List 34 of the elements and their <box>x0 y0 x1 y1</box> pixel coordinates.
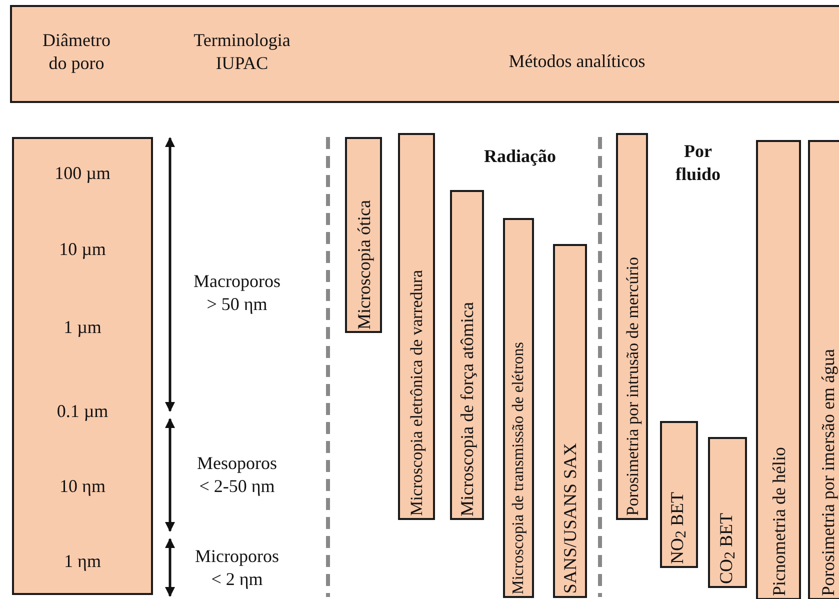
method-bar <box>660 421 698 568</box>
column-heading: Diâmetro do poro <box>42 29 112 76</box>
method-label: Porosimetria por intrusão de mercúrio <box>624 257 640 516</box>
group-heading: Por fluido <box>674 140 722 185</box>
method-label: Microscopia ótica <box>354 200 372 329</box>
header-band <box>10 5 839 103</box>
method-label: Porosimetria por imersão em água <box>819 349 837 596</box>
method-bar <box>553 244 587 598</box>
method-label: Microscopia de força atômica <box>458 302 476 516</box>
scale-value: 100 µm <box>54 162 112 185</box>
scale-value: 0.1 µm <box>56 400 110 423</box>
column-heading: Terminologia IUPAC <box>192 29 292 76</box>
scale-value: 10 ηm <box>58 475 106 498</box>
method-label: Microscopia eletrônica de varredura <box>408 270 425 516</box>
column-heading: Métodos analíticos <box>508 50 646 73</box>
method-bar <box>756 140 801 599</box>
method-bar <box>450 190 484 520</box>
method-label: Microscopia de transmissão de elétrons <box>510 342 526 594</box>
method-bar <box>398 133 435 520</box>
scale-value: 1 ηm <box>63 550 102 573</box>
scale-bar <box>12 137 153 595</box>
group-heading: Radiação <box>483 145 557 168</box>
pore-class-label: Microporos < 2 ηm <box>194 545 280 590</box>
method-bar <box>345 137 382 333</box>
method-label: Picnometria de hélio <box>770 447 788 596</box>
method-bar <box>616 133 648 520</box>
method-bar <box>808 140 839 599</box>
method-label: SANS/USANS SAX <box>561 443 579 594</box>
method-bar <box>708 437 747 588</box>
scale-value: 1 µm <box>62 316 102 339</box>
scale-value: 10 µm <box>58 238 107 261</box>
pore-class-label: Mesoporos < 2-50 ηm <box>196 452 278 497</box>
pore-class-label: Macroporos > 50 ηm <box>192 270 282 315</box>
method-bar <box>503 218 534 598</box>
